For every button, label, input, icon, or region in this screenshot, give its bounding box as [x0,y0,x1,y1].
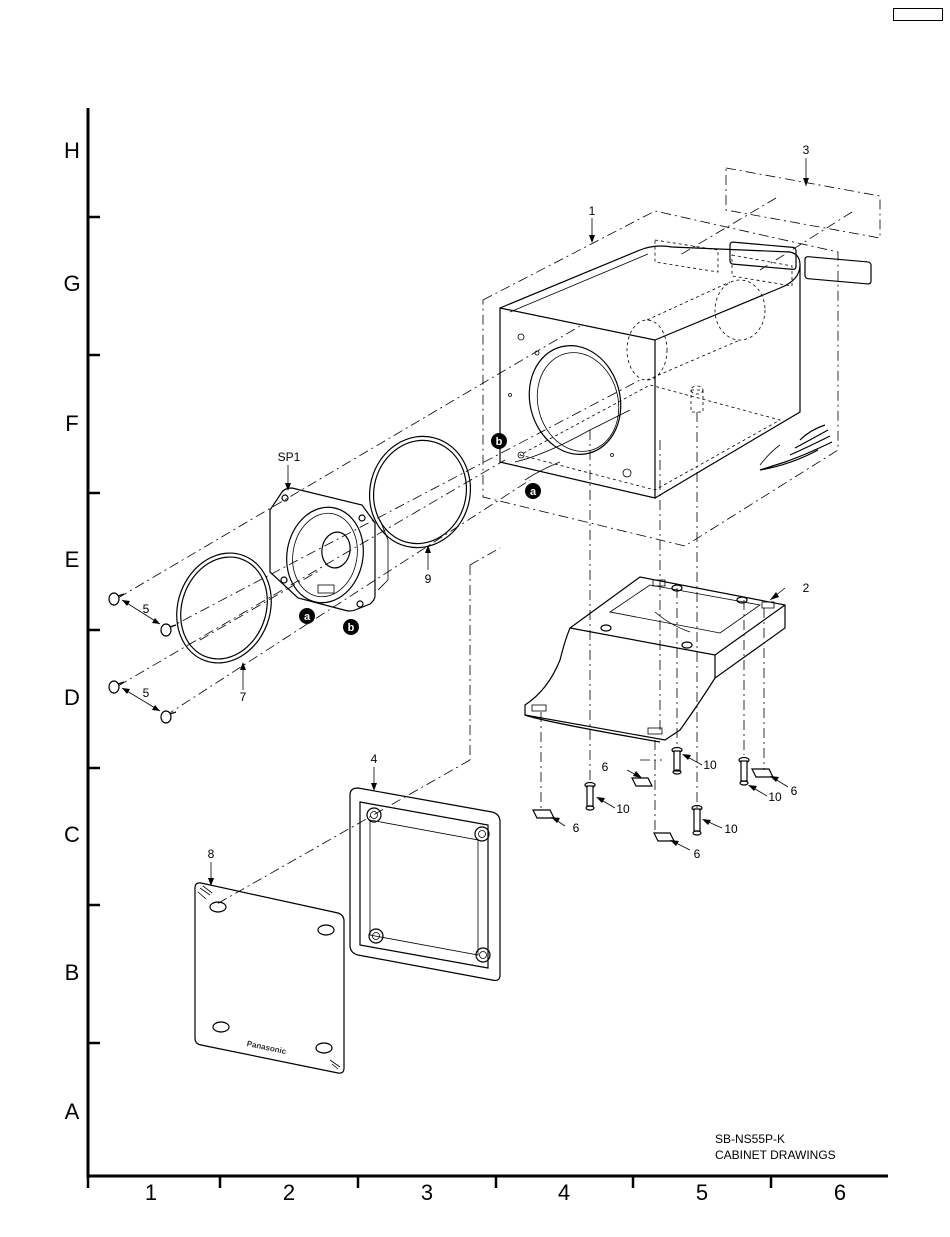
part-3-labels [680,158,880,284]
marker-b-cabinet: b [491,433,507,449]
callout-9: 9 [425,572,432,586]
row-label-h: H [64,138,80,163]
part-9-ring [357,425,483,570]
col-label-3: 3 [421,1180,433,1205]
part-4-frame [350,767,500,980]
row-label-g: G [63,271,80,296]
caption-model: SB-NS55P-K [715,1132,785,1146]
callout-6b: 6 [573,821,580,835]
grille-peg-2 [318,925,334,935]
callout-2: 2 [803,581,810,595]
alignment-lines [541,412,764,830]
row-label-e: E [65,547,80,572]
callout-6d: 6 [791,784,798,798]
caption-title: CABINET DRAWINGS [715,1148,836,1162]
part-6-feet [533,769,788,850]
grille-peg-3 [213,1022,229,1032]
callout-4: 4 [371,752,378,766]
screw-10-c [692,806,702,836]
screw-5-c [109,681,124,693]
grid-frame [88,108,888,1188]
row-label-a: A [65,1099,80,1124]
screw-10-a [585,783,595,811]
row-label-c: C [64,822,80,847]
marker-a-speaker: a [299,608,315,624]
part-8-grille [195,862,344,1073]
row-label-b: B [65,960,80,985]
col-label-2: 2 [283,1180,295,1205]
marker-b-speaker: b [343,619,359,635]
col-label-6: 6 [834,1180,846,1205]
callout-3: 3 [803,143,810,157]
part-2-stand [525,577,785,742]
part-10-screws [585,748,767,836]
screw-10-b [672,748,682,775]
screw-10-d [739,758,749,786]
col-label-5: 5 [696,1180,708,1205]
callout-sp1: SP1 [278,450,301,464]
col-label-4: 4 [558,1180,570,1205]
part-7-ring [162,540,287,690]
assembly-lines [118,326,640,905]
callout-6a: 6 [602,760,609,774]
svg-text:b: b [496,436,503,448]
callout-7: 7 [240,690,247,704]
callout-10b: 10 [703,758,717,772]
row-label-f: F [65,411,78,436]
callout-10c: 10 [724,822,738,836]
callout-5b: 5 [143,686,150,700]
svg-text:b: b [348,622,355,634]
screw-5-b [161,624,176,636]
callout-5a: 5 [143,602,150,616]
grille-brand-text: Panasonic [246,1039,288,1056]
callout-6c: 6 [694,847,701,861]
svg-text:a: a [530,486,537,498]
col-label-1: 1 [145,1180,157,1205]
screw-5-a [109,593,124,605]
callout-10d: 10 [768,790,782,804]
svg-text:a: a [304,611,311,623]
screw-5-d [161,711,176,723]
grille-peg-4 [316,1043,332,1053]
callout-10a: 10 [616,802,630,816]
marker-a-cabinet: a [525,483,541,499]
callout-8: 8 [208,847,215,861]
row-label-d: D [64,685,80,710]
callout-1: 1 [589,204,596,218]
